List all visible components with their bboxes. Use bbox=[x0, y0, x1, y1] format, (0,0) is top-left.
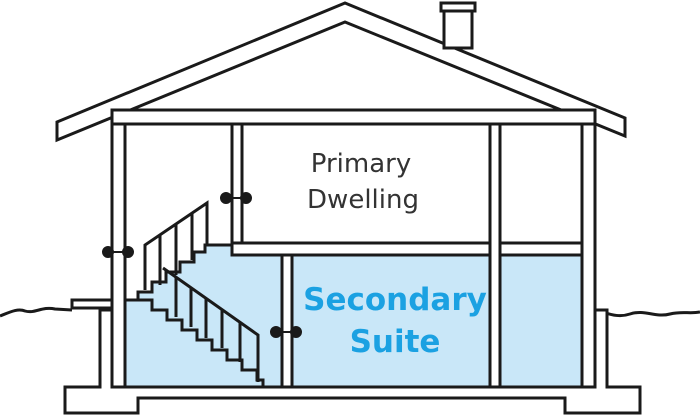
door-handle-icon bbox=[220, 192, 252, 204]
door-handle-icon bbox=[102, 246, 134, 258]
roof bbox=[55, 1, 627, 143]
basement-interior-wall bbox=[280, 253, 294, 389]
upper-balusters bbox=[158, 213, 194, 285]
stairs bbox=[125, 243, 232, 302]
main-floor bbox=[230, 241, 584, 257]
ground-left bbox=[0, 306, 73, 318]
secondary-suite-label-line2: Suite bbox=[350, 324, 441, 360]
ground-right bbox=[594, 308, 700, 318]
left-wall bbox=[110, 122, 127, 389]
right-wall bbox=[580, 122, 597, 389]
porch-slab bbox=[70, 298, 114, 310]
primary-dwelling-label-line1: Primary bbox=[311, 149, 411, 179]
ceiling bbox=[110, 108, 597, 126]
right-interior-wall bbox=[488, 122, 502, 389]
door-handle-icon bbox=[270, 326, 302, 338]
lower-balusters bbox=[174, 277, 242, 362]
secondary-suite-label-line1: Secondary bbox=[303, 282, 487, 318]
upper-interior-wall bbox=[230, 122, 244, 245]
chimney-cap bbox=[439, 1, 477, 13]
lower-railing bbox=[162, 266, 260, 382]
primary-dwelling-label-line2: Dwelling bbox=[307, 185, 419, 215]
